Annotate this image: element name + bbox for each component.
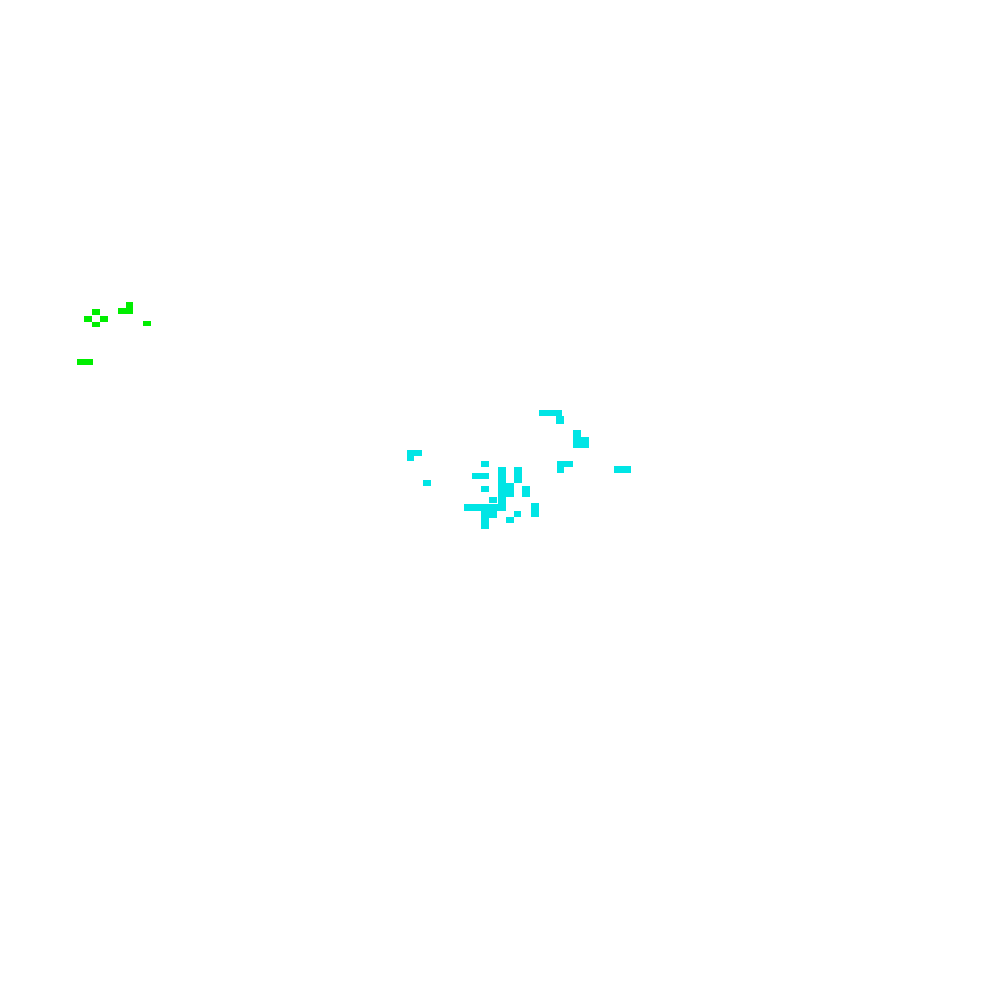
cyan-pixel-block-19 <box>464 504 506 511</box>
green-pixel-block-6 <box>118 308 133 314</box>
cyan-pixel-block-21 <box>481 518 489 529</box>
green-pixel-cluster <box>77 302 151 365</box>
cyan-pixel-block-9 <box>614 466 631 473</box>
cyan-pixel-block-5 <box>407 450 422 456</box>
cyan-pixel-block-22 <box>514 511 521 517</box>
green-pixel-block-7 <box>143 321 151 326</box>
cyan-pixel-block-6 <box>407 456 414 461</box>
cyan-pixel-block-4 <box>573 437 589 448</box>
cyan-pixel-cluster <box>407 410 631 529</box>
cyan-pixel-block-23 <box>506 517 514 523</box>
cyan-pixel-block-8 <box>557 467 564 473</box>
cyan-pixel-block-14 <box>506 483 514 497</box>
green-pixel-block-4 <box>92 322 100 327</box>
cyan-pixel-block-20 <box>481 511 497 518</box>
green-pixel-block-1 <box>92 309 100 315</box>
cyan-pixel-block-17 <box>522 486 530 497</box>
green-pixel-block-8 <box>77 359 93 365</box>
cyan-pixel-block-10 <box>481 461 489 467</box>
green-pixel-block-5 <box>126 302 133 308</box>
green-pixel-block-2 <box>84 316 92 322</box>
cyan-pixel-block-11 <box>472 473 489 479</box>
cyan-pixel-block-16 <box>481 486 489 492</box>
cyan-pixel-block-13 <box>514 467 522 483</box>
green-pixel-block-3 <box>100 316 108 322</box>
cyan-pixel-block-2 <box>556 416 564 424</box>
cyan-pixel-block-1 <box>539 410 562 416</box>
cyan-pixel-block-24 <box>531 503 539 517</box>
cyan-pixel-block-12 <box>498 467 506 507</box>
cyan-pixel-block-15 <box>423 480 431 486</box>
cyan-pixel-block-7 <box>557 461 573 467</box>
cyan-pixel-block-3 <box>573 430 581 438</box>
cyan-pixel-block-18 <box>489 497 497 503</box>
